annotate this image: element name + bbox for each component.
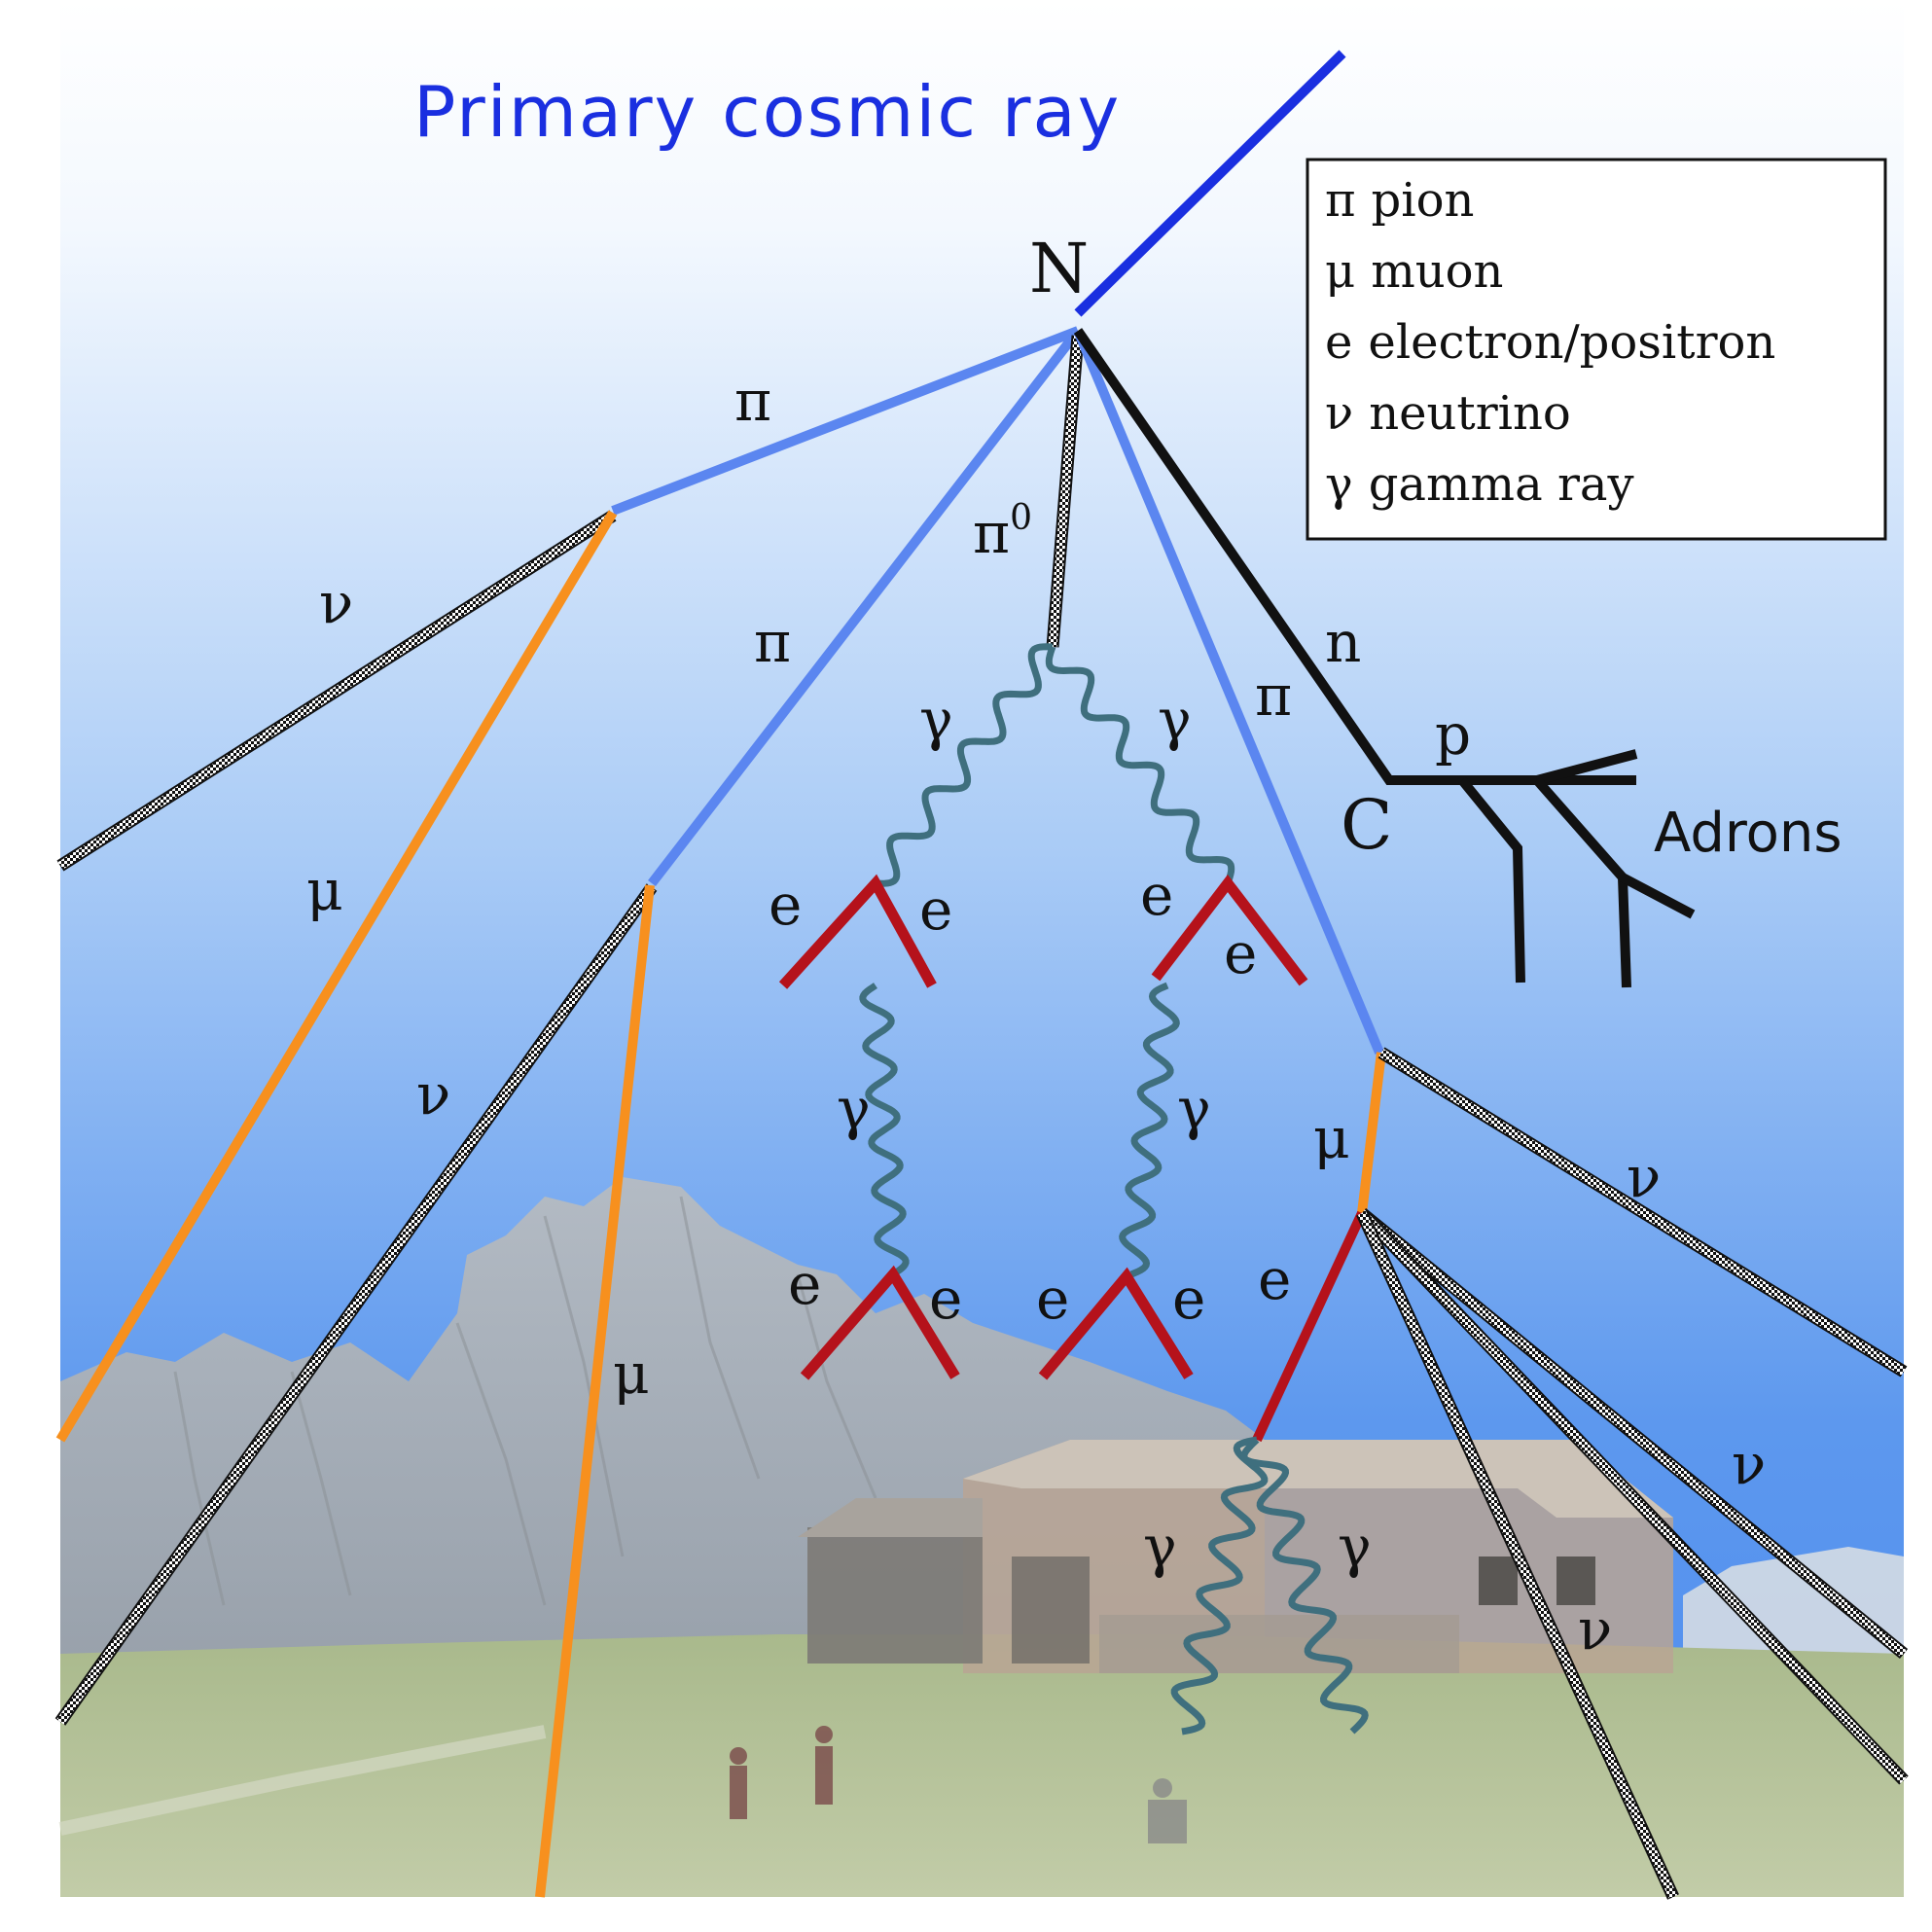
label-proton: p (1435, 701, 1471, 768)
label-gamma-4: γ (1177, 1076, 1211, 1142)
legend-symbol: π (1325, 173, 1356, 228)
legend-label: muon (1371, 244, 1503, 299)
label-neutron: n (1325, 609, 1361, 675)
label-gamma-2: γ (1158, 687, 1192, 753)
legend-label: electron/positron (1368, 315, 1775, 370)
label-neutral-pion-superscript: 0 (1010, 498, 1032, 538)
label-muon-1: μ (306, 857, 343, 923)
primary-cosmic-ray-title: Primary cosmic ray (413, 71, 1121, 153)
label-e-6: e (929, 1266, 962, 1332)
label-neutrino-2: ν (416, 1061, 450, 1127)
label-neutrino-4: ν (1732, 1431, 1766, 1497)
legend-label: gamma ray (1369, 457, 1634, 512)
label-neutrino-1: ν (319, 570, 353, 636)
legend-symbol: γ (1325, 457, 1353, 512)
label-e-8: e (1172, 1266, 1205, 1332)
label-collision-C: C (1341, 785, 1393, 865)
label-nucleus-N: N (1029, 229, 1089, 308)
label-pion-1: π (734, 368, 771, 434)
label-muon-2: μ (613, 1341, 650, 1407)
label-pion-3: π (1255, 662, 1292, 729)
legend-label: neutrino (1369, 386, 1571, 441)
legend-symbol: ν (1325, 386, 1353, 441)
label-e-7: e (1036, 1266, 1069, 1332)
label-pion-2: π (754, 609, 791, 675)
label-muon-3: μ (1313, 1105, 1350, 1171)
legend-item: e electron/positron (1325, 315, 1775, 370)
label-neutrino-5: ν (1578, 1596, 1612, 1663)
label-e-4: e (1224, 920, 1257, 986)
legend-symbol: e (1325, 315, 1352, 370)
legend-item: γ gamma ray (1325, 457, 1634, 512)
label-neutrino-3: ν (1627, 1144, 1661, 1210)
legend-label: pion (1372, 173, 1475, 228)
label-e-1: e (769, 872, 802, 938)
label-adrons: Adrons (1654, 802, 1843, 865)
label-gamma-5: γ (1143, 1514, 1177, 1580)
label-e-3: e (1140, 862, 1173, 928)
legend-symbol: μ (1325, 244, 1355, 299)
label-e-2: e (919, 877, 952, 943)
label-gamma-6: γ (1338, 1514, 1372, 1580)
label-gamma-3: γ (837, 1076, 871, 1142)
label-gamma-1: γ (919, 687, 953, 753)
label-e-9: e (1258, 1246, 1291, 1312)
label-e-5: e (788, 1251, 821, 1317)
